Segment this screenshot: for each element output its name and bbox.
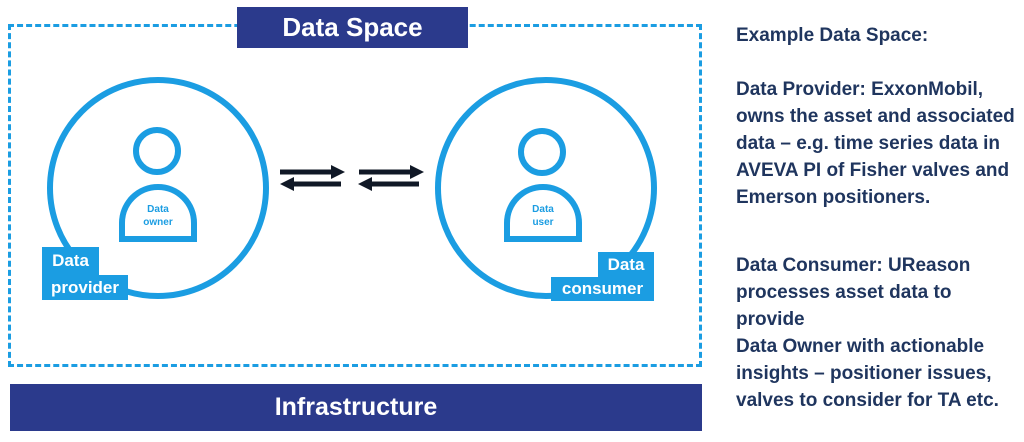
example-text-panel: Example Data Space: Data Provider: Exxon… [736, 22, 1024, 414]
consumer-description-line: Data Owner with actionable [736, 336, 985, 357]
data-space-title-label: Data Space [282, 12, 423, 42]
provider-tag-line1: Data [42, 247, 99, 275]
data-space-title: Data Space [237, 7, 468, 48]
left-pair-left-arrow-icon [280, 177, 341, 191]
right-pair-right-arrow-icon [359, 165, 424, 179]
infrastructure-label: Infrastructure [274, 393, 438, 421]
provider-description-line: Emerson positioners. [736, 187, 931, 208]
provider-persona-line2: owner [143, 217, 173, 228]
left-pair-right-arrow-icon [280, 165, 345, 179]
provider-circle [47, 77, 269, 299]
consumer-tag-line2: consumer [551, 277, 654, 301]
consumer-description: Data Consumer: UReason processes asset d… [736, 252, 1024, 414]
example-heading: Example Data Space: [736, 25, 929, 46]
provider-description-line: AVEVA PI of Fisher valves and [736, 160, 1010, 181]
consumer-circle [435, 77, 657, 299]
infrastructure-bar: Infrastructure [10, 384, 702, 431]
consumer-description-line: processes asset data to provide [736, 282, 952, 330]
provider-tag-line2: provider [42, 275, 128, 300]
provider-description-line: owns the asset and associated [736, 106, 1015, 127]
provider-person-torso-icon: Data owner [119, 184, 197, 242]
corner-mask [0, 0, 47, 23]
consumer-description-line: insights – positioner issues, [736, 363, 992, 384]
right-pair-left-arrow-icon [358, 177, 419, 191]
consumer-description-line: Data Consumer: UReason [736, 255, 971, 276]
provider-description-line: Data Provider: ExxonMobil, [736, 79, 984, 100]
consumer-persona-line1: Data [532, 204, 554, 215]
provider-description: Data Provider: ExxonMobil, owns the asse… [736, 76, 1024, 211]
consumer-persona-line2: user [532, 217, 554, 228]
exchange-arrows-icon [280, 165, 424, 191]
provider-description-line: data – e.g. time series data in [736, 133, 1000, 154]
provider-person-head-icon [133, 127, 181, 175]
consumer-person-torso-icon: Data user [504, 184, 582, 242]
provider-persona-line1: Data [147, 204, 169, 215]
consumer-tag-line1: Data [598, 252, 654, 277]
consumer-person-head-icon [518, 128, 566, 176]
consumer-description-line: valves to consider for TA etc. [736, 390, 999, 411]
